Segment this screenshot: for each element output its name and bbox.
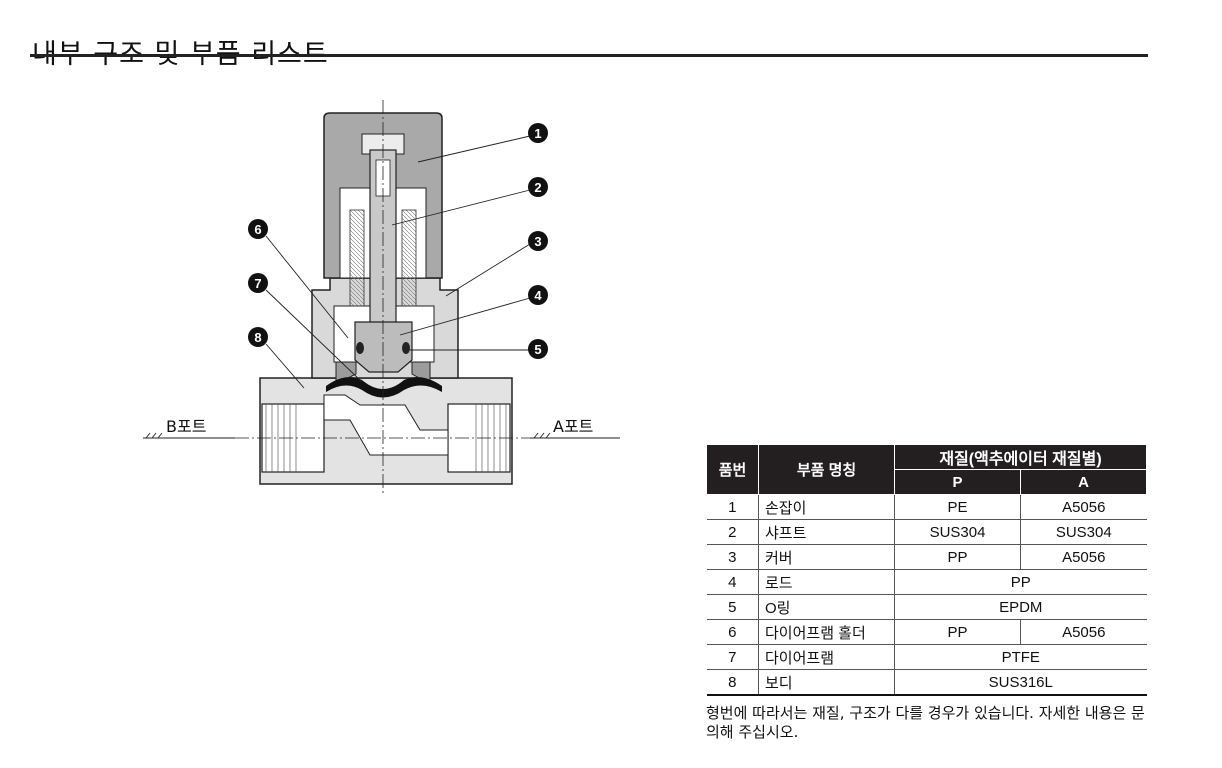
valve-cross-section-diagram: 1 2 3 4 5 6 7 8 B포트 A포트 bbox=[143, 100, 620, 494]
o-ring-part bbox=[356, 342, 410, 354]
part-name: 샤프트 bbox=[758, 519, 895, 545]
callout-7: 7 bbox=[248, 273, 268, 293]
table-row: 3 커버 PP A5056 bbox=[706, 544, 1147, 570]
table-row: 8 보디 SUS316L bbox=[706, 669, 1147, 696]
svg-text:7: 7 bbox=[254, 276, 261, 291]
header-material: 재질(액추에이터 재질별) bbox=[894, 444, 1147, 470]
part-no: 5 bbox=[706, 594, 759, 620]
material-p: SUS304 bbox=[894, 519, 1021, 545]
diaphragm-part bbox=[326, 377, 442, 398]
table-row: 2 샤프트 SUS304 SUS304 bbox=[706, 519, 1147, 545]
material-p: PE bbox=[894, 494, 1021, 520]
callout-1: 1 bbox=[528, 123, 548, 143]
svg-text:1: 1 bbox=[534, 126, 541, 141]
material-p: PP bbox=[894, 619, 1021, 645]
part-no: 8 bbox=[706, 669, 759, 696]
table-row: 4 로드 PP bbox=[706, 569, 1147, 595]
page-title: 내부 구조 및 부품 리스트 bbox=[32, 39, 329, 71]
callout-3: 3 bbox=[528, 231, 548, 251]
footnote: 형번에 따라서는 재질, 구조가 다를 경우가 있습니다. 자세한 내용은 문의… bbox=[706, 704, 1145, 741]
header-actuator-p: P bbox=[894, 469, 1021, 495]
svg-text:5: 5 bbox=[534, 342, 541, 357]
centerline bbox=[235, 100, 530, 494]
callout-2: 2 bbox=[528, 177, 548, 197]
material-a: A5056 bbox=[1020, 494, 1147, 520]
svg-text:2: 2 bbox=[534, 180, 541, 195]
part-no: 3 bbox=[706, 544, 759, 570]
svg-text:3: 3 bbox=[534, 234, 541, 249]
port-b-label: B포트 bbox=[166, 417, 206, 436]
svg-text:4: 4 bbox=[534, 288, 542, 303]
table-row: 1 손잡이 PE A5056 bbox=[706, 494, 1147, 520]
material-both: SUS316L bbox=[894, 669, 1147, 696]
material-both: EPDM bbox=[894, 594, 1147, 620]
part-name: 커버 bbox=[758, 544, 895, 570]
svg-text:8: 8 bbox=[254, 330, 261, 345]
material-a: A5056 bbox=[1020, 619, 1147, 645]
callout-6: 6 bbox=[248, 219, 268, 239]
part-no: 1 bbox=[706, 494, 759, 520]
part-name: 다이어프램 bbox=[758, 644, 895, 670]
callout-8: 8 bbox=[248, 327, 268, 347]
parts-list-table: 품번 부품 명칭 재질(액추에이터 재질별) P A 1 손잡이 PE A505… bbox=[706, 444, 1147, 696]
spring bbox=[349, 209, 417, 307]
material-a: A5056 bbox=[1020, 544, 1147, 570]
part-name: 보디 bbox=[758, 669, 895, 696]
callout-4: 4 bbox=[528, 285, 548, 305]
port-a-label: A포트 bbox=[553, 417, 593, 436]
table-row: 6 다이어프램 홀더 PP A5056 bbox=[706, 619, 1147, 645]
part-no: 2 bbox=[706, 519, 759, 545]
header-part-no: 품번 bbox=[706, 444, 759, 495]
svg-text:6: 6 bbox=[254, 222, 261, 237]
material-both: PTFE bbox=[894, 644, 1147, 670]
material-p: PP bbox=[894, 544, 1021, 570]
table-row: 7 다이어프램 PTFE bbox=[706, 644, 1147, 670]
material-a: SUS304 bbox=[1020, 519, 1147, 545]
material-both: PP bbox=[894, 569, 1147, 595]
part-name: 로드 bbox=[758, 569, 895, 595]
callout-5: 5 bbox=[528, 339, 548, 359]
part-name: O링 bbox=[758, 594, 895, 620]
leader-lines bbox=[143, 135, 620, 439]
header-part-name: 부품 명칭 bbox=[758, 444, 895, 495]
title-divider bbox=[30, 54, 1148, 57]
part-no: 4 bbox=[706, 569, 759, 595]
table-row: 5 O링 EPDM bbox=[706, 594, 1147, 620]
part-no: 6 bbox=[706, 619, 759, 645]
part-name: 손잡이 bbox=[758, 494, 895, 520]
part-no: 7 bbox=[706, 644, 759, 670]
part-name: 다이어프램 홀더 bbox=[758, 619, 895, 645]
rod-part bbox=[354, 321, 413, 373]
header-actuator-a: A bbox=[1020, 469, 1147, 495]
